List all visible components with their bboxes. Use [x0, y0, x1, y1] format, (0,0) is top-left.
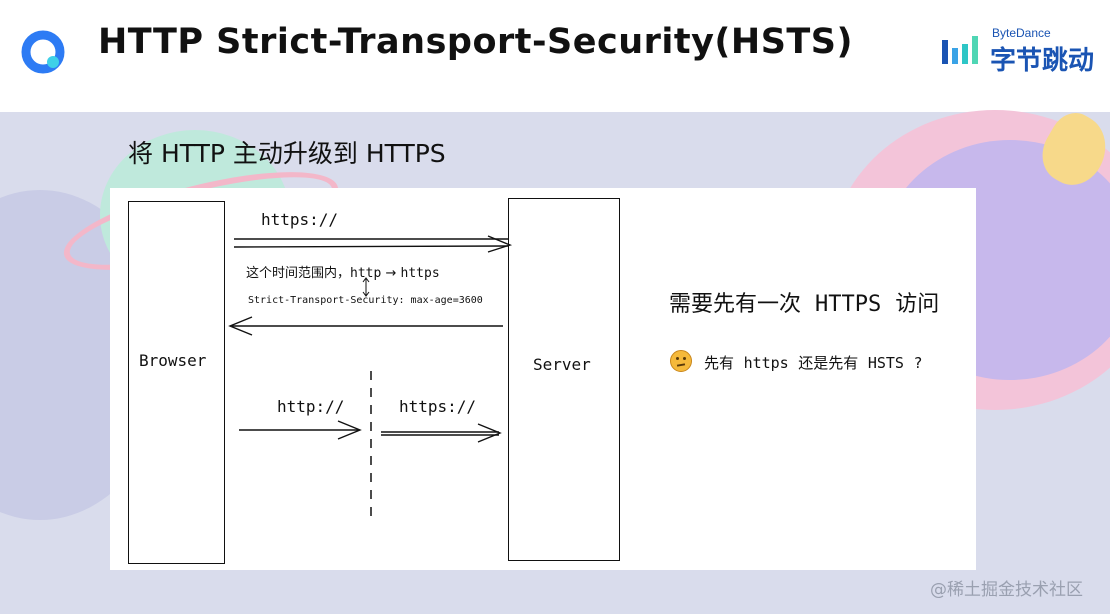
label-https-top: https:// — [261, 210, 338, 229]
thinking-face-icon — [670, 350, 692, 372]
label-https-bottom: https:// — [399, 397, 476, 416]
footer-watermark: @稀土掘金技术社区 — [930, 575, 1083, 600]
label-time-range: 这个时间范围内，http → https — [246, 262, 440, 281]
arrow-response-hsts — [230, 317, 503, 335]
arrow-https-bottom — [381, 424, 500, 442]
label-time-range-prefix: 这个时间范围内， — [246, 266, 350, 281]
label-time-range-http: http — [350, 266, 381, 281]
note-question-mark: ? — [914, 354, 923, 372]
arrow-http-bottom — [239, 421, 360, 439]
note-main: 需要先有一次 HTTPS 访问 — [669, 286, 939, 318]
label-time-range-arrow: → — [385, 266, 396, 281]
note-question-prefix: 先有 — [704, 354, 734, 372]
label-http-bottom: http:// — [277, 397, 344, 416]
note-question-https: https — [744, 354, 789, 372]
note-question-hsts: HSTS — [868, 354, 904, 372]
label-time-range-https: https — [401, 266, 440, 281]
note-main-https: HTTPS — [815, 292, 881, 317]
note-main-prefix: 需要先有一次 — [669, 292, 801, 317]
arrow-request-https — [234, 236, 510, 252]
note-question: 先有 https 还是先有 HSTS ? — [670, 350, 923, 373]
label-hsts-header: Strict-Transport-Security: max-age=3600 — [248, 295, 483, 306]
note-question-mid: 还是先有 — [798, 354, 858, 372]
note-main-suffix: 访问 — [895, 292, 939, 317]
